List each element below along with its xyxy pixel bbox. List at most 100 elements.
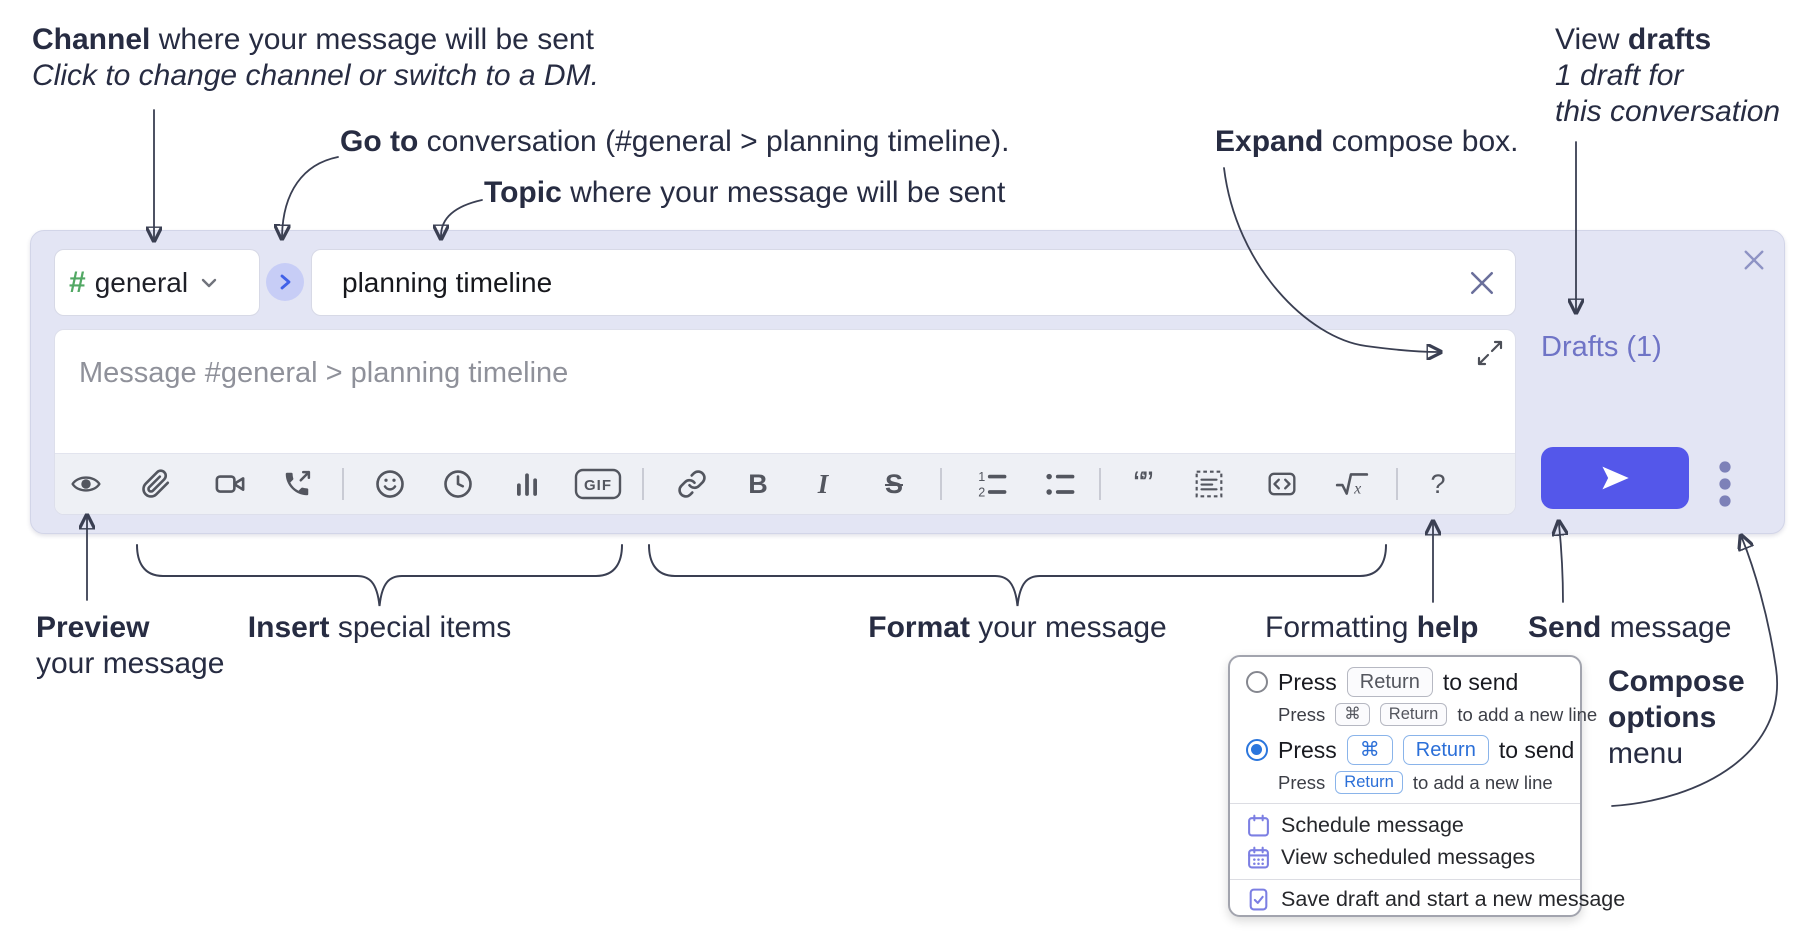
topic-input[interactable] <box>340 265 1469 300</box>
strikethrough-icon: S <box>884 468 903 499</box>
chevron-down-icon <box>201 278 217 287</box>
code-block-button[interactable] <box>1191 466 1227 502</box>
link-button[interactable] <box>674 466 710 502</box>
return-keycap-blue: Return <box>1335 771 1403 795</box>
annotation-expand: Expand compose box. <box>1215 125 1519 158</box>
annotation-topic: Topic where your message will be sent <box>484 176 1006 209</box>
cmd-keycap-blue: ⌘ <box>1346 735 1393 765</box>
clear-topic-icon[interactable] <box>1469 270 1495 296</box>
radio-selected-icon[interactable] <box>1246 739 1268 761</box>
svg-text:x: x <box>1353 481 1361 498</box>
send-option-return[interactable]: Press Return to send <box>1246 667 1518 697</box>
toolbar-divider <box>940 468 942 500</box>
poll-button[interactable] <box>509 466 545 502</box>
drafts-link[interactable]: Drafts (1) <box>1541 331 1662 363</box>
compose-box: # general <box>30 230 1785 534</box>
inline-code-button[interactable] <box>1264 466 1300 502</box>
eye-icon <box>71 476 101 492</box>
toolbar-divider <box>342 468 344 500</box>
goto-arrow <box>282 156 339 236</box>
close-icon[interactable] <box>1743 249 1765 271</box>
return-keycap-blue: Return <box>1402 735 1489 765</box>
send-option-return-subtext: Press ⌘ Return to add a new line <box>1278 703 1598 727</box>
annotation-view-drafts: View drafts 1 draft for this conversatio… <box>1555 23 1781 128</box>
send-option-cmd-return[interactable]: Press ⌘ Return to send <box>1246 735 1574 765</box>
compose-options-menu: Press Return to send Press ⌘ Return to a… <box>1228 655 1625 917</box>
topic-field <box>311 249 1516 316</box>
formula-button[interactable]: x <box>1334 466 1370 502</box>
menu-item-save-draft[interactable]: Save draft and start a new message <box>1246 887 1625 912</box>
svg-text:1: 1 <box>978 470 985 484</box>
go-to-conversation-button[interactable] <box>266 263 304 301</box>
paperclip-icon <box>142 469 170 498</box>
message-area: GIF B I <box>54 329 1516 515</box>
gif-button[interactable]: GIF <box>574 466 622 502</box>
link-icon <box>678 470 706 498</box>
phone-outgoing-icon <box>285 470 311 496</box>
recents-button[interactable] <box>440 466 476 502</box>
return-keycap: Return <box>1379 703 1448 727</box>
return-keycap: Return <box>1346 667 1433 697</box>
channel-name: general <box>94 266 189 298</box>
menu-item-schedule-message[interactable]: Schedule message <box>1246 813 1464 838</box>
draft-check-icon <box>1249 888 1268 911</box>
video-camera-icon <box>215 475 245 493</box>
menu-divider <box>1230 803 1580 804</box>
question-mark-icon: ? <box>1430 468 1446 499</box>
svg-text:2: 2 <box>978 486 985 500</box>
ordered-list-button[interactable]: 1 2 <box>974 466 1010 502</box>
formatting-help-button[interactable]: ? <box>1420 466 1456 502</box>
expand-icon[interactable] <box>1477 340 1503 366</box>
sqrt-formula-icon: x <box>1335 473 1369 498</box>
annotation-insert: Insert special items <box>247 611 512 644</box>
annotation-formatting-help: Formatting help <box>1265 611 1479 644</box>
toolbar-divider <box>1099 468 1101 500</box>
bold-button[interactable]: B <box>740 466 776 502</box>
message-input-wrap <box>55 330 1515 453</box>
calendar-icon <box>1248 814 1269 837</box>
video-clip-button[interactable] <box>212 466 248 502</box>
code-block-icon <box>1195 470 1223 498</box>
preview-eye-button[interactable] <box>68 466 104 502</box>
menu-item-view-scheduled[interactable]: View scheduled messages <box>1246 845 1535 870</box>
format-brace <box>648 544 1387 607</box>
svg-text:GIF: GIF <box>584 477 612 494</box>
attach-file-button[interactable] <box>138 466 174 502</box>
annotation-preview: Preview your message <box>36 611 225 680</box>
channel-selector[interactable]: # general <box>54 249 260 316</box>
send-option-cmd-return-subtext: Press Return to add a new line <box>1278 771 1553 795</box>
message-input[interactable] <box>77 356 1331 391</box>
compose-options-button[interactable] <box>1711 457 1739 529</box>
clock-icon <box>444 470 472 498</box>
strikethrough-button[interactable]: S <box>876 466 912 502</box>
toolbar-divider <box>1396 468 1398 500</box>
channel-hash-icon: # <box>69 265 86 299</box>
bulleted-list-button[interactable] <box>1042 466 1078 502</box>
send-plane-icon <box>1602 466 1629 490</box>
annotation-goto: Go to conversation (#general > planning … <box>340 125 1010 158</box>
chevron-right-icon <box>280 274 291 290</box>
annotation-format: Format your message <box>868 611 1167 644</box>
radio-unselected-icon[interactable] <box>1246 671 1268 693</box>
bar-chart-icon <box>517 473 537 496</box>
italic-icon: I <box>817 468 829 499</box>
audio-clip-button[interactable] <box>279 466 315 502</box>
italic-button[interactable]: I <box>805 466 841 502</box>
gif-icon: GIF <box>574 468 622 500</box>
inline-code-icon <box>1268 472 1296 496</box>
annotation-compose-options: Compose options menu <box>1608 665 1745 770</box>
blockquote-icon: “” <box>1133 464 1154 503</box>
send-arrow <box>1559 524 1563 603</box>
emoji-button[interactable] <box>372 466 408 502</box>
send-button[interactable] <box>1541 447 1689 509</box>
menu-divider <box>1230 879 1580 880</box>
toolbar-divider <box>642 468 644 500</box>
calendar-grid-icon <box>1248 846 1269 869</box>
bold-icon: B <box>748 468 768 499</box>
compose-toolbar: GIF B I <box>55 453 1515 514</box>
blockquote-button[interactable]: “” <box>1124 464 1160 503</box>
smiley-icon <box>376 470 404 498</box>
annotation-send: Send message <box>1528 611 1732 644</box>
insert-brace <box>136 544 623 607</box>
